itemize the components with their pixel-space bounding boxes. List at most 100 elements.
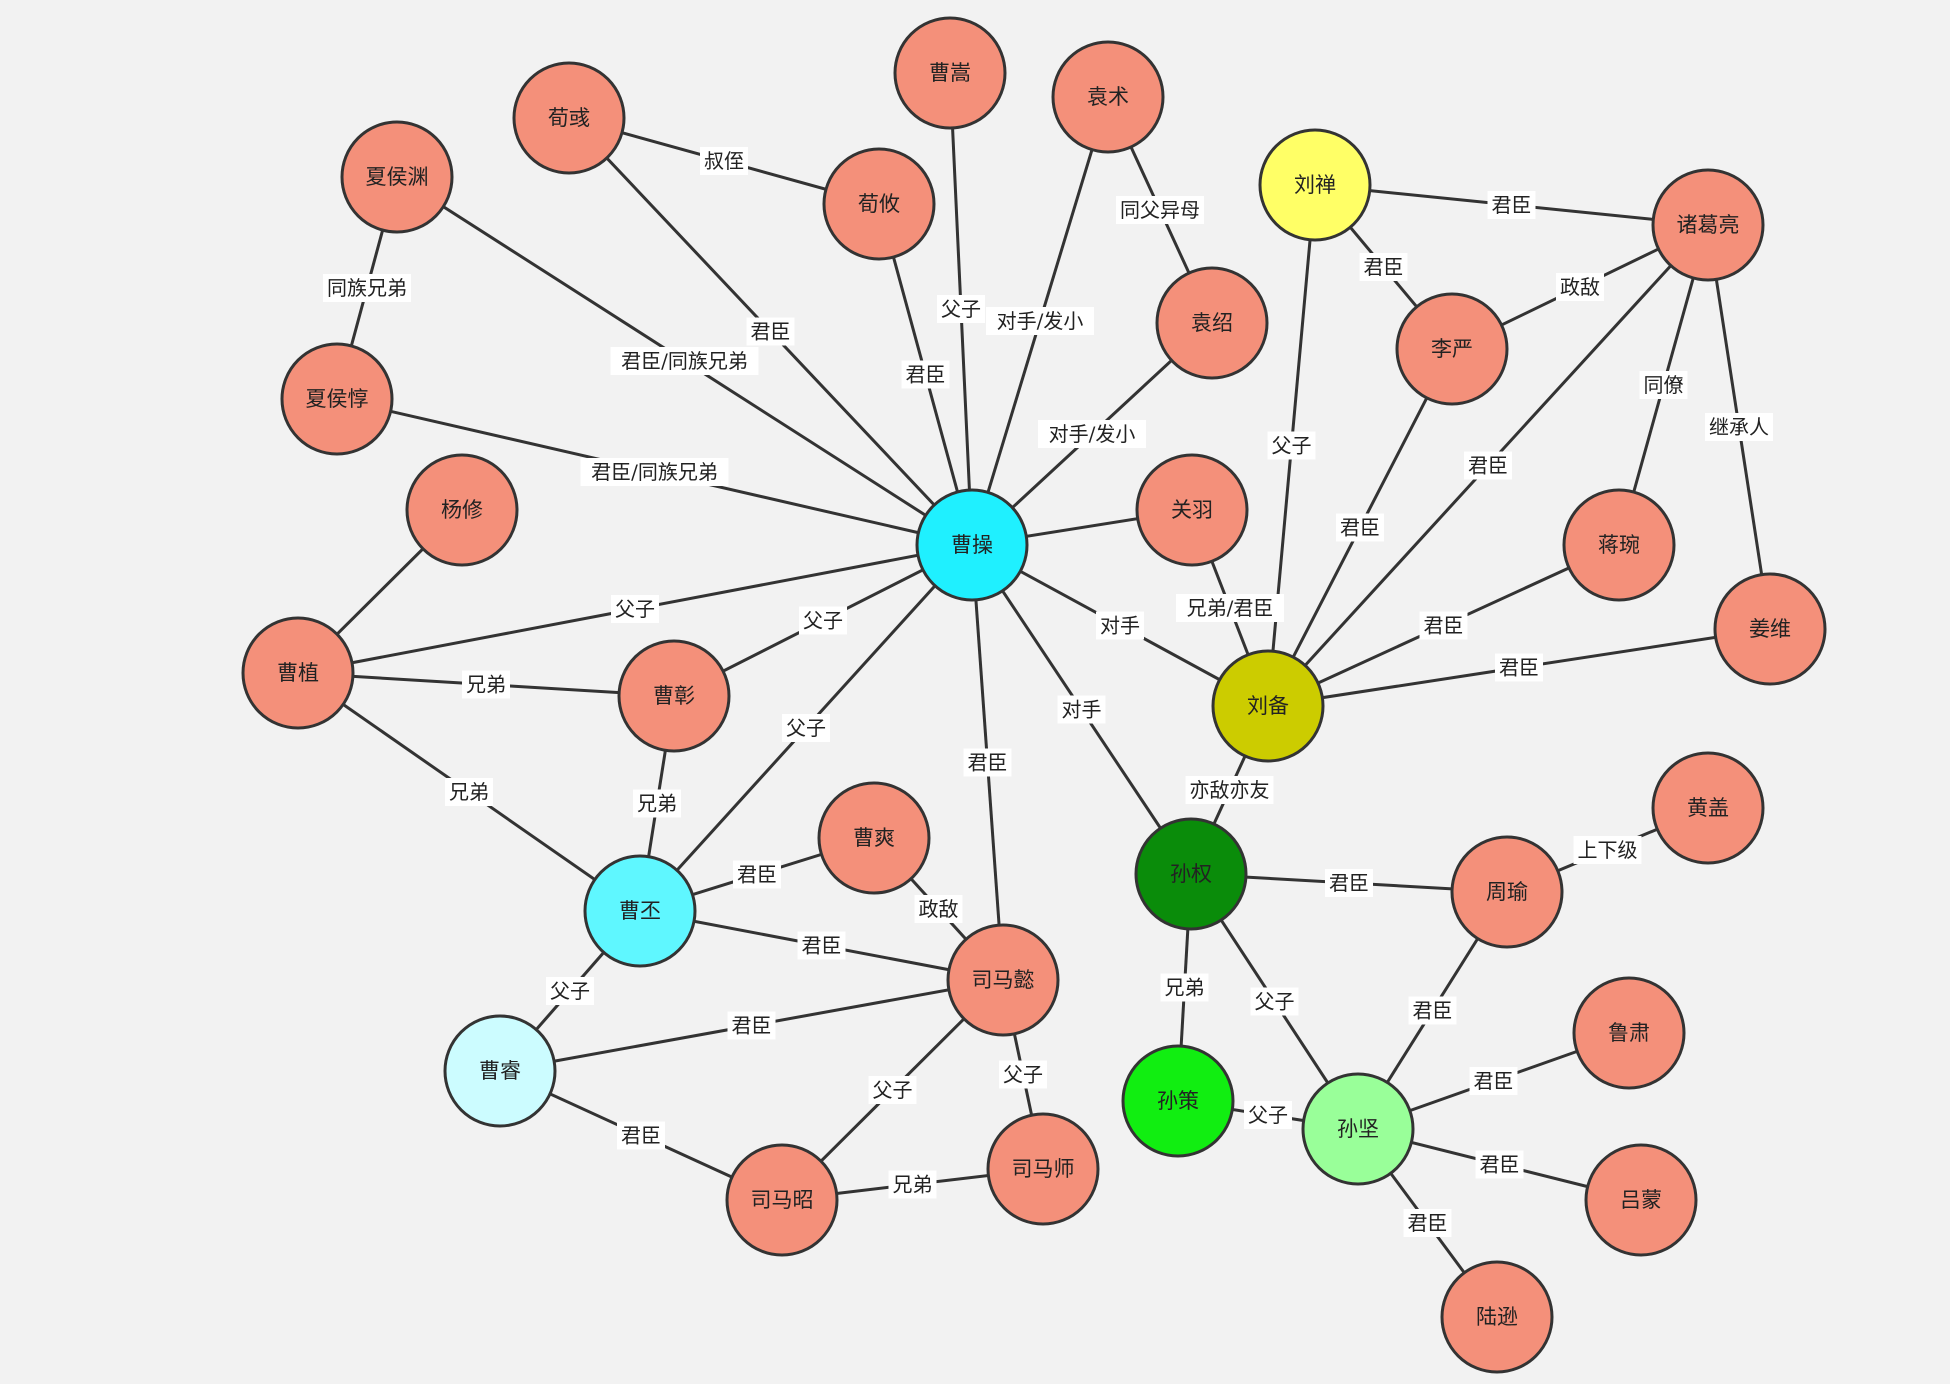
node-zhouyu[interactable]: 周瑜 <box>1450 835 1564 949</box>
edge-label-text: 君臣 <box>1329 871 1369 895</box>
edge-label-bg <box>868 1076 917 1104</box>
node-circle[interactable] <box>946 923 1060 1037</box>
node-circle[interactable] <box>725 1143 839 1257</box>
node-label: 关羽 <box>1171 498 1213 522</box>
edge-label-guanyu-liubei: 兄弟/君臣 <box>1176 594 1284 622</box>
node-label: 鲁肃 <box>1608 1021 1650 1045</box>
edge-label-text: 父子 <box>1272 434 1312 458</box>
node-yuanshu[interactable]: 袁术 <box>1051 40 1165 154</box>
node-circle[interactable] <box>986 1112 1100 1226</box>
node-caosong[interactable]: 曹嵩 <box>893 16 1007 130</box>
node-circle[interactable] <box>1584 1143 1698 1257</box>
node-circle[interactable] <box>1155 266 1269 380</box>
edge-label-bg <box>1336 513 1384 542</box>
edge-label-text: 君臣 <box>906 363 946 387</box>
node-circle[interactable] <box>241 616 355 730</box>
node-liubei[interactable]: 刘备 <box>1211 649 1325 763</box>
node-circle[interactable] <box>893 16 1007 130</box>
node-sunce[interactable]: 孙策 <box>1121 1044 1235 1158</box>
edge-label-text: 父子 <box>786 716 826 740</box>
node-caoshuang[interactable]: 曹爽 <box>817 781 931 895</box>
node-simazhao[interactable]: 司马昭 <box>725 1143 839 1257</box>
edge-label-bg <box>1556 273 1604 301</box>
edge-label-text: 君臣 <box>968 751 1008 775</box>
edge-label-bg <box>963 748 1012 777</box>
node-label: 诸葛亮 <box>1677 213 1740 237</box>
node-label: 曹睿 <box>479 1059 521 1083</box>
edge-label-text: 父子 <box>803 609 843 633</box>
edge-label-text: 父子 <box>1248 1103 1288 1127</box>
node-xunyou[interactable]: 荀攸 <box>822 147 936 261</box>
edge-label-caozhi-caozhang: 兄弟 <box>462 670 510 699</box>
edge-label-bg <box>799 606 847 635</box>
node-lusu[interactable]: 鲁肃 <box>1572 976 1686 1090</box>
edge-label-text: 兄弟 <box>1165 976 1205 1000</box>
node-huanggai[interactable]: 黄盖 <box>1651 751 1765 865</box>
node-caocao[interactable]: 曹操 <box>915 488 1029 602</box>
edge-label-text: 君臣 <box>1468 454 1508 478</box>
node-circle[interactable] <box>583 854 697 968</box>
node-liyan[interactable]: 李严 <box>1395 292 1509 406</box>
node-caopi[interactable]: 曹丕 <box>583 854 697 968</box>
node-guanyu[interactable]: 关羽 <box>1135 453 1249 567</box>
node-yuanshao[interactable]: 袁绍 <box>1155 266 1269 380</box>
node-circle[interactable] <box>1135 453 1249 567</box>
node-xiahoudun[interactable]: 夏侯惇 <box>280 342 394 456</box>
node-circle[interactable] <box>443 1014 557 1128</box>
node-circle[interactable] <box>1713 572 1827 686</box>
edge-label-bg <box>1250 987 1299 1016</box>
node-sunjian[interactable]: 孙坚 <box>1301 1072 1415 1186</box>
edge-label-liushan-zhugeliang: 君臣 <box>1487 191 1536 219</box>
node-circle[interactable] <box>340 120 454 234</box>
node-jiangwei[interactable]: 姜维 <box>1713 572 1827 686</box>
node-circle[interactable] <box>1562 488 1676 602</box>
node-circle[interactable] <box>405 453 519 567</box>
node-circle[interactable] <box>1651 751 1765 865</box>
edge-label-text: 同父异母 <box>1120 198 1200 222</box>
node-circle[interactable] <box>1051 40 1165 154</box>
node-xiahouyuan[interactable]: 夏侯渊 <box>340 120 454 234</box>
node-simayi[interactable]: 司马懿 <box>946 923 1060 1037</box>
node-caorui[interactable]: 曹睿 <box>443 1014 557 1128</box>
node-circle[interactable] <box>1395 292 1509 406</box>
edge-label-simazhao-simashi: 兄弟 <box>888 1170 937 1199</box>
node-circle[interactable] <box>1440 1260 1554 1374</box>
node-label: 姜维 <box>1749 617 1791 641</box>
node-circle[interactable] <box>817 781 931 895</box>
node-circle[interactable] <box>915 488 1029 602</box>
node-circle[interactable] <box>1450 835 1564 949</box>
node-circle[interactable] <box>1134 817 1248 931</box>
node-circle[interactable] <box>280 342 394 456</box>
node-circle[interactable] <box>1572 976 1686 1090</box>
node-circle[interactable] <box>1651 168 1765 282</box>
node-liushan[interactable]: 刘禅 <box>1258 128 1372 242</box>
node-label: 黄盖 <box>1687 796 1729 820</box>
edge-label-sunce-sunjian: 父子 <box>1244 1101 1292 1129</box>
node-label: 杨修 <box>441 498 483 522</box>
node-sunquan[interactable]: 孙权 <box>1134 817 1248 931</box>
node-luxun[interactable]: 陆逊 <box>1440 1260 1554 1374</box>
edge-label-zhouyu-sunjian: 君臣 <box>1408 996 1457 1025</box>
node-circle[interactable] <box>512 61 626 175</box>
node-label: 孙策 <box>1157 1089 1199 1113</box>
node-circle[interactable] <box>1121 1044 1235 1158</box>
node-xunyu[interactable]: 荀彧 <box>512 61 626 175</box>
node-lvmeng[interactable]: 吕蒙 <box>1584 1143 1698 1257</box>
node-simashi[interactable]: 司马师 <box>986 1112 1100 1226</box>
edge-label-sunjian-luxun: 君臣 <box>1403 1209 1452 1237</box>
node-label: 夏侯惇 <box>306 387 369 411</box>
node-caozhi[interactable]: 曹植 <box>241 616 355 730</box>
node-zhugeliang[interactable]: 诸葛亮 <box>1651 168 1765 282</box>
node-jiangwan[interactable]: 蒋琬 <box>1562 488 1676 602</box>
edge-label-text: 同族兄弟 <box>327 276 407 300</box>
node-circle[interactable] <box>822 147 936 261</box>
node-circle[interactable] <box>617 639 731 753</box>
node-yangxiu[interactable]: 杨修 <box>405 453 519 567</box>
node-circle[interactable] <box>1211 649 1325 763</box>
node-circle[interactable] <box>1258 128 1372 242</box>
node-circle[interactable] <box>1301 1072 1415 1186</box>
edge-label-text: 叔侄 <box>704 149 744 173</box>
node-caozhang[interactable]: 曹彰 <box>617 639 731 753</box>
edge-labels-layer: 叔侄君臣君臣父子对手/发小同父异母对手/发小同族兄弟君臣/同族兄弟君臣/同族兄弟… <box>323 147 1773 1237</box>
edge-label-bg <box>1475 1150 1524 1179</box>
